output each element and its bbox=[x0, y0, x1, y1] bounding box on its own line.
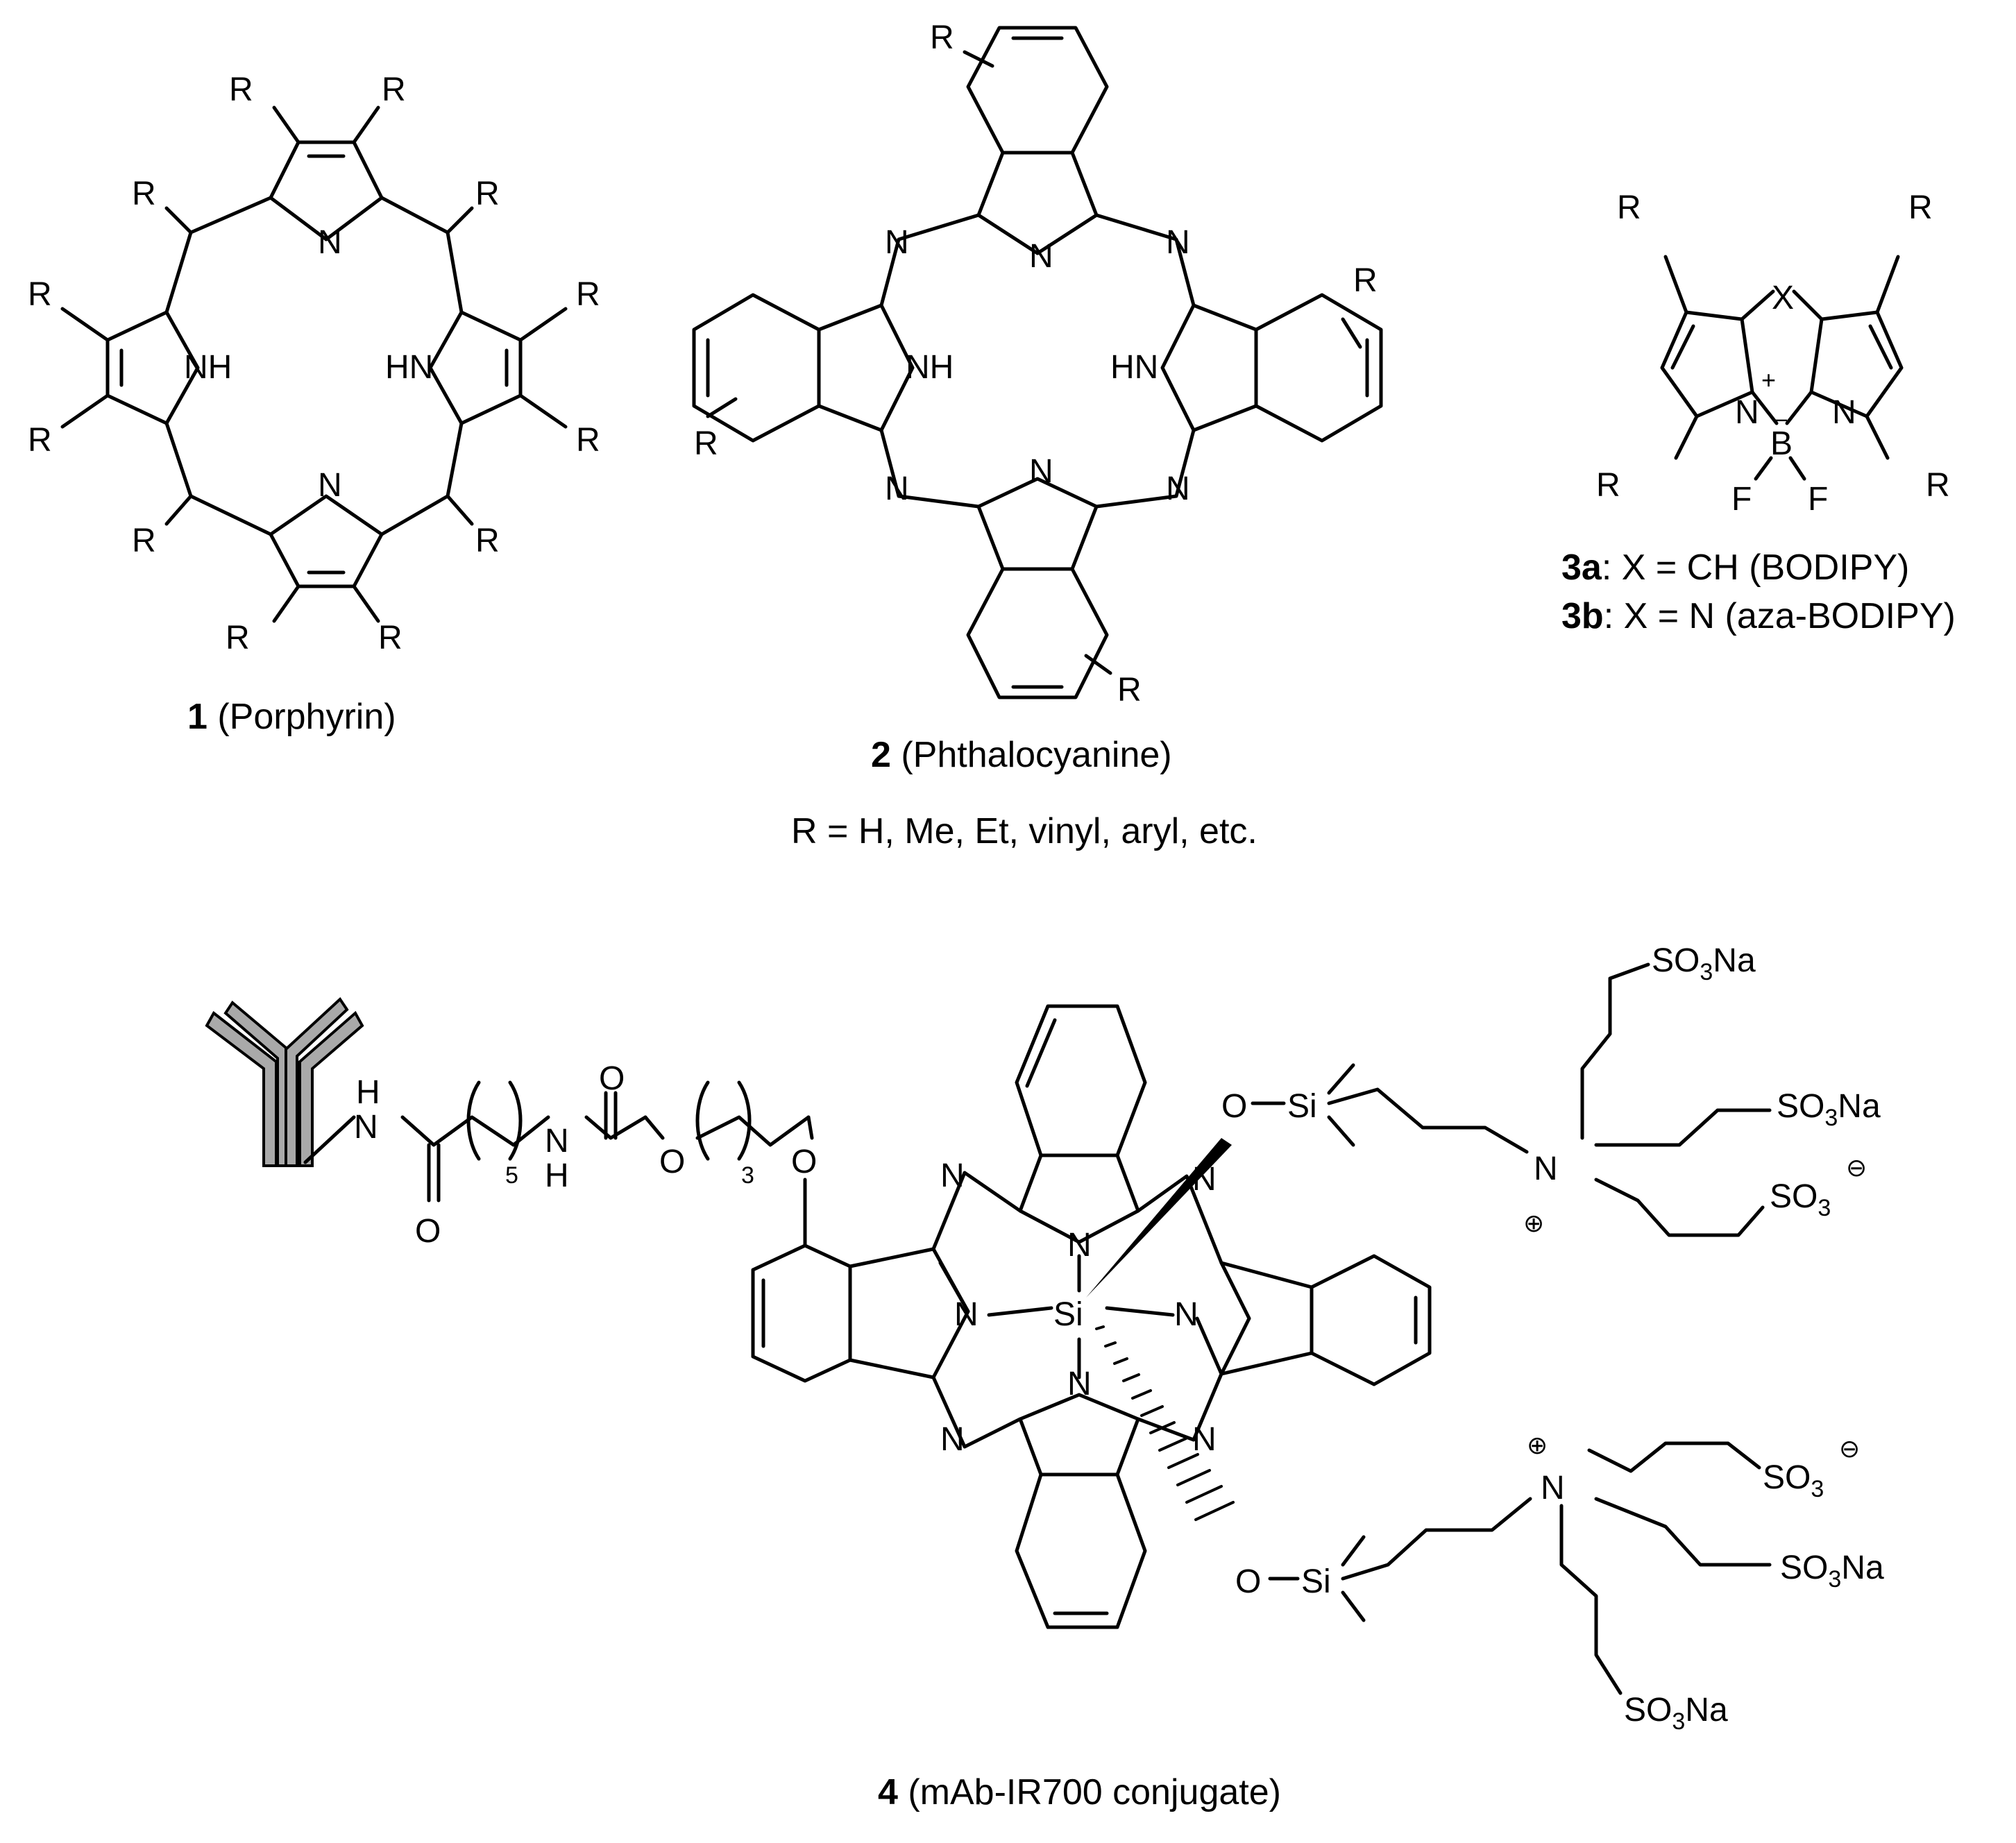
sulfonate-anion: SO3 bbox=[1763, 1459, 1824, 1502]
chain-count-3: 3 bbox=[741, 1162, 754, 1189]
sulfonate-minus: ⊖ bbox=[1839, 1434, 1860, 1463]
carbamate-o-top: O bbox=[599, 1060, 625, 1097]
ir700-n: N bbox=[1192, 1161, 1217, 1198]
sulfonate-sodium: SO3Na bbox=[1652, 942, 1756, 985]
sulfonate-sodium: SO3Na bbox=[1777, 1088, 1881, 1131]
porphyrin-n-bottom: N bbox=[318, 467, 342, 504]
ir700-si-core: Si bbox=[1053, 1296, 1083, 1333]
r-group-definition: R = H, Me, Et, vinyl, aryl, etc. bbox=[791, 811, 1257, 851]
ether-o: O bbox=[791, 1144, 817, 1180]
amide-n: N bbox=[354, 1109, 378, 1146]
chain-count-5: 5 bbox=[505, 1162, 518, 1189]
pc-nh-left: NH bbox=[906, 349, 954, 386]
porphyrin-n-top: N bbox=[318, 224, 342, 261]
ir700-n: N bbox=[940, 1157, 965, 1194]
bodipy-caption-b: 3b: X = N (aza-BODIPY) bbox=[1561, 596, 1956, 636]
bodipy-caption-a: 3a: X = CH (BODIPY) bbox=[1561, 547, 1909, 588]
r-label: R bbox=[28, 276, 52, 313]
bodipy-n-left: N bbox=[1735, 394, 1759, 431]
bodipy-f-left: F bbox=[1731, 481, 1752, 518]
ir700-n: N bbox=[1067, 1227, 1092, 1264]
r-label: R bbox=[226, 620, 250, 656]
sulfonate-sodium: SO3Na bbox=[1780, 1549, 1884, 1593]
ir700-n: N bbox=[1192, 1421, 1217, 1458]
r-label: R bbox=[132, 176, 156, 212]
pc-n-bottom: N bbox=[1029, 453, 1053, 490]
ammonium-n: N bbox=[1534, 1150, 1558, 1187]
pc-n-bridge-br: N bbox=[1166, 470, 1190, 507]
ammonium-plus: ⊕ bbox=[1523, 1209, 1544, 1237]
siloxane-si: Si bbox=[1287, 1088, 1317, 1125]
bodipy-f-right: F bbox=[1808, 481, 1828, 518]
siloxane-o: O bbox=[1221, 1088, 1247, 1125]
siloxane-si: Si bbox=[1301, 1563, 1331, 1600]
porphyrin-structure: N NH HN N R R R R R R R R R R R R 1 (Por… bbox=[28, 71, 600, 737]
phthalocyanine-caption: 2 (Phthalocyanine) bbox=[871, 735, 1172, 775]
r-label: R bbox=[28, 422, 52, 459]
carbamate-n: N bbox=[545, 1123, 569, 1160]
bodipy-b: B bbox=[1770, 425, 1793, 462]
r-label: R bbox=[1617, 189, 1641, 226]
carbamate-o: O bbox=[659, 1144, 685, 1180]
pc-n-bridge-tr: N bbox=[1166, 224, 1190, 261]
r-label: R bbox=[382, 71, 406, 108]
bodipy-structure: X N + N B – F F R R R R 3a: X = CH (BODI… bbox=[1561, 189, 1956, 636]
ammonium-n: N bbox=[1541, 1470, 1565, 1506]
ir700-n: N bbox=[940, 1421, 965, 1458]
porphyrin-nh-left: NH bbox=[184, 349, 232, 386]
r-label: R bbox=[1353, 262, 1378, 299]
r-label: R bbox=[1908, 189, 1933, 226]
bodipy-minus: – bbox=[1773, 404, 1787, 432]
phthalocyanine-structure: N N N NH HN N N N R R R R 2 (Phthalocyan… bbox=[692, 19, 1383, 851]
bodipy-n-right: N bbox=[1832, 394, 1856, 431]
pc-n-bridge-tl: N bbox=[885, 224, 909, 261]
r-label: R bbox=[229, 71, 253, 108]
sulfonate-sodium: SO3Na bbox=[1624, 1692, 1728, 1735]
r-label: R bbox=[378, 620, 403, 656]
hashed-bond bbox=[1095, 1325, 1235, 1521]
mab-ir700-conjugate-structure: H N O 5 N H O O 3 O bbox=[205, 942, 1884, 1812]
antibody-icon bbox=[205, 996, 364, 1167]
amide-h: H bbox=[356, 1074, 380, 1111]
ammonium-plus: ⊕ bbox=[1527, 1431, 1548, 1459]
amide-o: O bbox=[415, 1213, 441, 1250]
r-label: R bbox=[475, 523, 500, 559]
porphyrin-hn-right: HN bbox=[385, 349, 433, 386]
r-label: R bbox=[475, 176, 500, 212]
ir700-n: N bbox=[1067, 1366, 1092, 1402]
siloxane-o: O bbox=[1235, 1563, 1261, 1600]
r-label: R bbox=[930, 19, 954, 56]
ir700-n: N bbox=[1174, 1296, 1198, 1333]
r-label: R bbox=[1926, 467, 1950, 504]
conjugate-caption: 4 (mAb-IR700 conjugate) bbox=[878, 1772, 1281, 1812]
carbamate-h: H bbox=[545, 1157, 569, 1194]
r-label: R bbox=[1596, 467, 1620, 504]
r-label: R bbox=[576, 422, 600, 459]
pc-n-top: N bbox=[1029, 238, 1053, 275]
pc-hn-right: HN bbox=[1110, 349, 1158, 386]
r-label: R bbox=[576, 276, 600, 313]
sulfonate-minus: ⊖ bbox=[1846, 1153, 1867, 1182]
r-label: R bbox=[1117, 672, 1142, 708]
bodipy-plus: + bbox=[1761, 366, 1776, 394]
porphyrin-caption: 1 (Porphyrin) bbox=[187, 697, 396, 737]
sulfonate-anion: SO3 bbox=[1770, 1178, 1831, 1221]
r-label: R bbox=[132, 523, 156, 559]
ir700-n: N bbox=[954, 1296, 979, 1333]
pc-n-bridge-bl: N bbox=[885, 470, 909, 507]
r-label: R bbox=[694, 425, 718, 462]
bodipy-x: X bbox=[1772, 280, 1794, 316]
